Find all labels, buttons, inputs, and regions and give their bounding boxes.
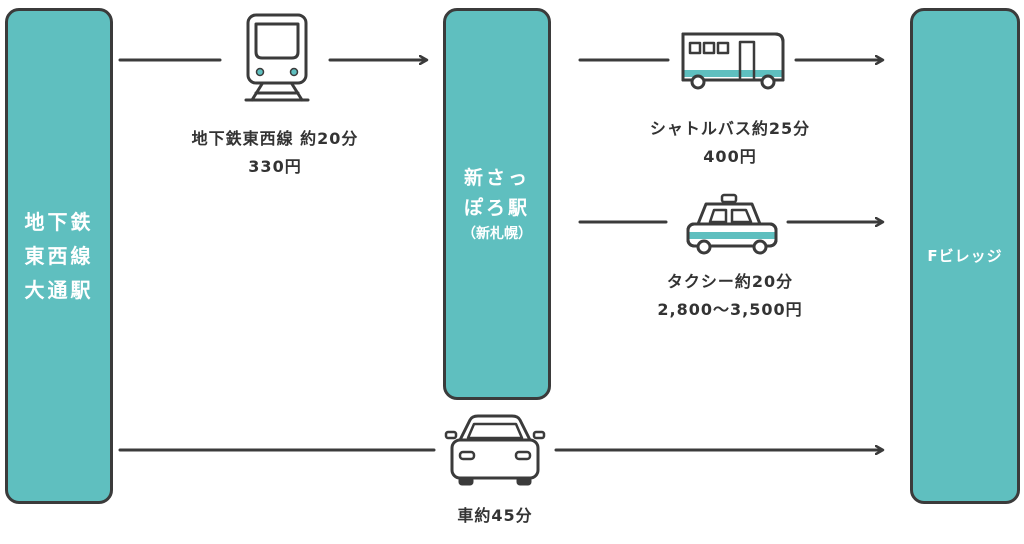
subway-label: 地下鉄東西線 約20分 330円: [150, 125, 400, 181]
car-icon: [444, 414, 546, 486]
subway-fare: 330円: [248, 157, 302, 176]
station-f-village-name: Fビレッジ: [927, 247, 1003, 265]
station-odori-line-1: 地下鉄: [24, 210, 94, 234]
bus-icon: [681, 32, 785, 90]
taxi-fare: 2,800〜3,500円: [657, 300, 803, 319]
car-name: 車約45分: [457, 506, 533, 525]
taxi-icon: [686, 193, 778, 255]
station-shin-sapporo-line-1: 新さっ: [463, 167, 530, 189]
station-f-village: Fビレッジ: [910, 8, 1020, 504]
station-odori-line-2: 東西線: [24, 244, 94, 268]
train-icon: [244, 13, 310, 102]
car-label: 車約45分: [420, 502, 570, 530]
subway-name: 地下鉄東西線 約20分: [191, 129, 359, 148]
station-shin-sapporo-line-2: ぽろ駅: [463, 197, 530, 219]
shuttle-fare: 400円: [703, 147, 757, 166]
station-odori: 地下鉄 東西線 大通駅: [5, 8, 113, 504]
shuttle-name: シャトルバス約25分: [649, 119, 811, 138]
station-shin-sapporo: 新さっ ぽろ駅 （新札幌）: [443, 8, 551, 400]
taxi-name: タクシー約20分: [666, 272, 794, 291]
station-shin-sapporo-sub: （新札幌）: [462, 226, 532, 242]
station-odori-line-3: 大通駅: [24, 278, 94, 302]
shuttle-label: シャトルバス約25分 400円: [615, 115, 845, 171]
taxi-label: タクシー約20分 2,800〜3,500円: [615, 268, 845, 324]
